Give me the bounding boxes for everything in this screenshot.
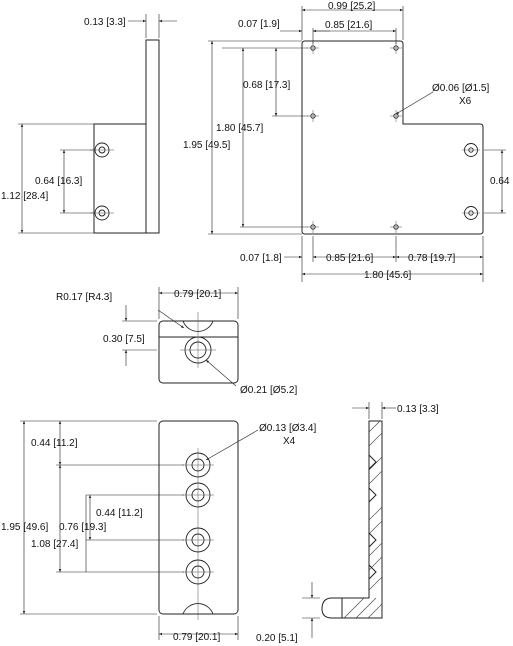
section-notch-3 <box>368 531 377 549</box>
front-hole-count: X6 <box>459 96 472 107</box>
side-view-outline <box>93 39 160 234</box>
front-top-hole-spacing-label: 0.85 [21.6] <box>325 20 372 31</box>
bottom-overall-height-label: 1.95 [49.6] <box>1 522 48 533</box>
section-outline <box>321 420 383 619</box>
front-top-offset-label: 0.07 [1.9] <box>238 19 280 30</box>
bottom-outer-spacing-label: 1.08 [27.4] <box>31 539 78 550</box>
front-bottom-hole-spacing-label: 0.85 [21.6] <box>326 253 373 264</box>
side-hole-spacing-label: 0.64 [16.3] <box>35 176 82 187</box>
front-top-width-label: 0.99 [25.2] <box>328 1 375 12</box>
top-radius-label: R0.17 [R4.3] <box>56 292 112 303</box>
bottom-hole-count: X4 <box>283 436 296 447</box>
top-view-outline <box>158 320 239 384</box>
front-bottom-left-offset-label: 0.07 [1.8] <box>240 253 282 264</box>
front-view-outline <box>301 40 484 235</box>
bottom-front-outline <box>158 420 239 615</box>
section-notch-2 <box>368 486 377 504</box>
side-view-hole-bottom <box>90 205 114 221</box>
front-hole-6 <box>390 221 402 233</box>
front-inner-height-label: 1.80 [45.7] <box>216 123 263 134</box>
top-hole-diameter-label: Ø0.21 [Ø5.2] <box>240 385 297 396</box>
bottom-inner-spacing-label: 0.76 [19.3] <box>59 522 106 533</box>
bottom-front-view: 0.44 [11.2] 0.44 [11.2] 0.76 [19.3] 1.08… <box>1 420 316 643</box>
section-foot-label: 0.20 [5.1] <box>256 633 298 644</box>
front-overall-height-label: 1.95 [49.5] <box>183 140 230 151</box>
bottom-top-offset-label: 0.44 [11.2] <box>31 438 78 449</box>
section-notch-4 <box>368 563 377 581</box>
front-bottom-right-label: 0.78 [19.7] <box>408 253 455 264</box>
front-right-tab-label: 0.64 <box>490 176 510 187</box>
section-hatching <box>343 420 383 619</box>
front-tab-hole-top <box>462 143 480 157</box>
bottom-width-label: 0.79 [20.1] <box>173 632 220 643</box>
top-width-label: 0.79 [20.1] <box>174 289 221 300</box>
top-view: 0.79 [20.1] R0.17 [R4.3] 0.30 [7.5] Ø0.2… <box>56 287 297 396</box>
bottom-hole-callout: Ø0.13 [Ø3.4] <box>259 423 316 434</box>
front-hole-callout: Ø0.06 [Ø1.5] <box>432 83 489 94</box>
front-overall-width-label: 1.80 [45.6] <box>364 270 411 281</box>
side-height-label: 1.12 [28.4] <box>1 191 48 202</box>
bottom-middle-offset-label: 0.44 [11.2] <box>96 508 143 519</box>
front-vertical-hole-spacing-label: 0.68 [17.3] <box>243 80 290 91</box>
top-depth-label: 0.30 [7.5] <box>103 334 145 345</box>
side-view: 0.13 [3.3] 0.64 [16.3] 1.12 [28.4] <box>1 14 177 234</box>
section-view: 0.13 [3.3] 0.20 [5.1] <box>256 402 439 644</box>
front-hole-3 <box>307 110 319 122</box>
front-tab-hole-bottom <box>462 206 480 220</box>
front-hole-5 <box>307 221 319 233</box>
section-notch-1 <box>368 453 377 471</box>
top-view-hole <box>180 312 216 368</box>
side-thickness-label: 0.13 [3.3] <box>84 17 126 28</box>
section-thickness-label: 0.13 [3.3] <box>397 404 439 415</box>
front-view: 0.99 [25.2] 0.85 [21.6] 0.07 [1.9] 0.68 … <box>183 1 510 282</box>
